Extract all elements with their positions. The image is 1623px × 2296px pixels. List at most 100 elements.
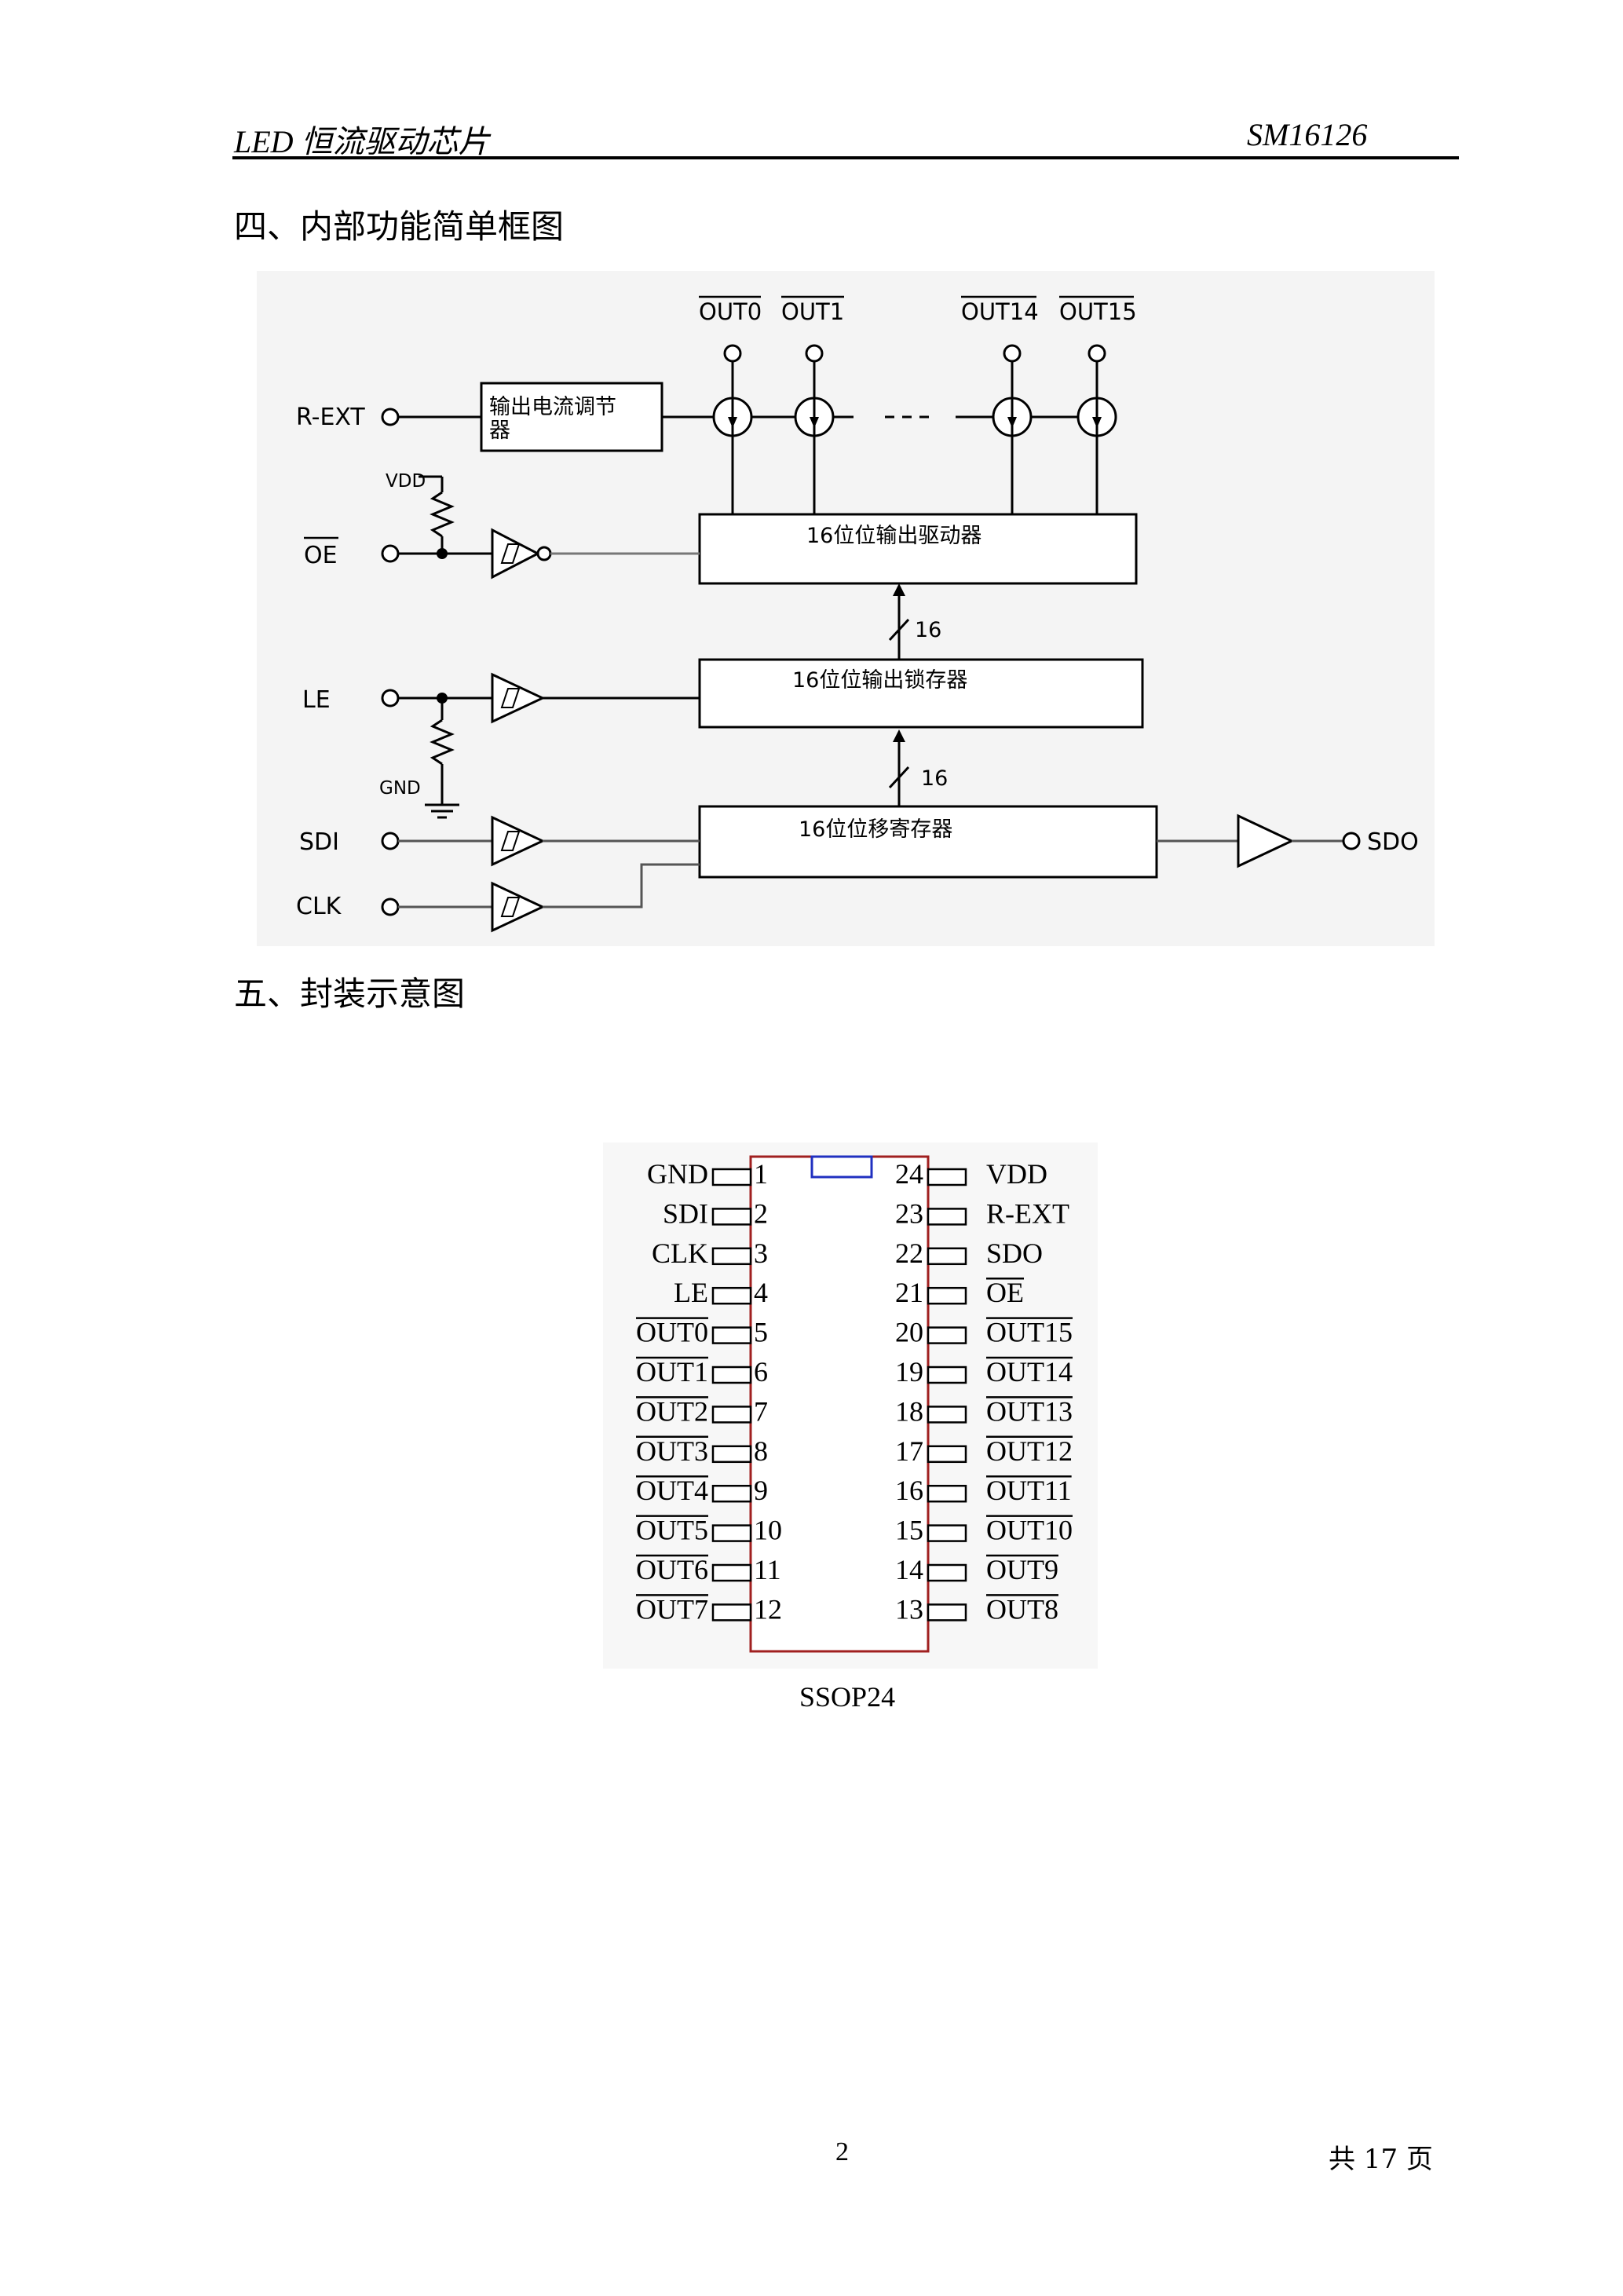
pin-name: OUT8 <box>986 1593 1058 1625</box>
pin-name: GND <box>647 1158 708 1190</box>
label-out15: OUT15 <box>1059 298 1137 325</box>
pin-number: 4 <box>754 1277 768 1308</box>
label-rext: R-EXT <box>296 404 365 431</box>
pin-number: 9 <box>754 1475 768 1506</box>
pin-name: OE <box>986 1277 1024 1308</box>
pin-name: OUT12 <box>986 1435 1073 1467</box>
pin-name: OUT3 <box>636 1435 708 1467</box>
label-vdd: VDD <box>386 471 426 492</box>
driver-block-label: 16位位输出驱动器 <box>806 524 981 548</box>
pin-lead <box>927 1247 967 1266</box>
buffer-sdo <box>1237 813 1295 868</box>
pin-number: 5 <box>754 1317 768 1348</box>
bus-width-lower: 16 <box>921 766 948 791</box>
block-diagram: OUT0 OUT1 OUT14 OUT15 R-EXT 输出电流调节 器 16位… <box>257 271 1435 946</box>
pin-lead <box>711 1168 752 1186</box>
pin-lead <box>711 1247 752 1266</box>
right-pin-row: 23 R-EXT <box>895 1197 1069 1229</box>
pin-number: 23 <box>895 1197 923 1229</box>
bus-width-upper: 16 <box>915 618 941 642</box>
pin-number: 6 <box>754 1356 768 1387</box>
pin-name: OUT10 <box>986 1515 1073 1546</box>
pin-name: OUT0 <box>636 1317 708 1348</box>
pin-lead <box>711 1208 752 1226</box>
pin-lead <box>711 1484 752 1503</box>
pin-name: SDI <box>663 1197 708 1229</box>
label-out0: OUT0 <box>699 298 762 325</box>
pin-name: OUT6 <box>636 1554 708 1585</box>
header-title: LED 恒流驱动芯片 <box>234 124 490 159</box>
left-pin-row: OUT6 11 <box>636 1554 781 1585</box>
pin-number: 20 <box>895 1317 923 1348</box>
pin1-notch <box>810 1155 873 1179</box>
pin-le <box>381 689 400 707</box>
pin-number: 11 <box>754 1554 781 1585</box>
shift-register-label: 16位位移寄存器 <box>799 817 952 842</box>
right-pin-row: 13 OUT8 <box>895 1593 1058 1625</box>
pin-name: CLK <box>652 1238 708 1269</box>
left-pin-row: SDI 2 <box>663 1197 768 1229</box>
pin-name: LE <box>674 1277 708 1308</box>
pin-number: 18 <box>895 1395 923 1427</box>
schmitt-icon <box>500 543 521 564</box>
pin-number: 19 <box>895 1356 923 1387</box>
right-pin-row: 21 OE <box>895 1277 1024 1308</box>
label-oe: OE <box>304 542 338 569</box>
driver-block <box>698 513 1138 585</box>
pin-name: R-EXT <box>986 1197 1069 1229</box>
pin-lead <box>927 1603 967 1621</box>
pin-lead <box>927 1445 967 1464</box>
pin-number: 10 <box>754 1515 782 1546</box>
pin-name: VDD <box>986 1158 1047 1190</box>
pin-lead <box>927 1563 967 1582</box>
left-pin-row: OUT0 5 <box>636 1317 768 1348</box>
right-pin-row: 20 OUT15 <box>895 1317 1073 1348</box>
buffer-le <box>491 672 546 724</box>
section-5-title: 五、封装示意图 <box>234 974 466 1013</box>
pin-lead <box>927 1326 967 1344</box>
pin-number: 2 <box>754 1197 768 1229</box>
pin-number: 15 <box>895 1515 923 1546</box>
pin-name: OUT11 <box>986 1475 1072 1506</box>
label-sdi: SDI <box>299 828 339 856</box>
label-out1: OUT1 <box>781 298 844 325</box>
left-pin-row: LE 4 <box>674 1277 768 1308</box>
pin-lead <box>711 1445 752 1464</box>
pin-name: SDO <box>986 1238 1043 1269</box>
buffer-clk <box>491 881 546 933</box>
pin-lead <box>927 1286 967 1305</box>
label-clk: CLK <box>296 893 342 920</box>
pin-clk <box>381 898 400 916</box>
pin-number: 22 <box>895 1238 923 1269</box>
current-adjust-label-2: 器 <box>489 419 510 443</box>
pin-oe <box>381 544 400 563</box>
pin-number: 12 <box>754 1593 782 1625</box>
pin-name: OUT13 <box>986 1395 1073 1427</box>
left-pin-row: OUT3 8 <box>636 1435 768 1467</box>
label-gnd: GND <box>379 778 421 799</box>
pin-number: 8 <box>754 1435 768 1467</box>
pin-lead <box>927 1406 967 1424</box>
pin-number: 13 <box>895 1593 923 1625</box>
pin-lead <box>927 1168 967 1186</box>
pin-number: 21 <box>895 1277 923 1308</box>
pin-lead <box>711 1524 752 1542</box>
pin-lead <box>927 1208 967 1226</box>
pin-lead <box>711 1563 752 1582</box>
pin-name: OUT15 <box>986 1317 1073 1348</box>
current-adjust-label-1: 输出电流调节 <box>489 395 616 419</box>
pin-lead <box>711 1326 752 1344</box>
package-caption: SSOP24 <box>799 1681 896 1713</box>
